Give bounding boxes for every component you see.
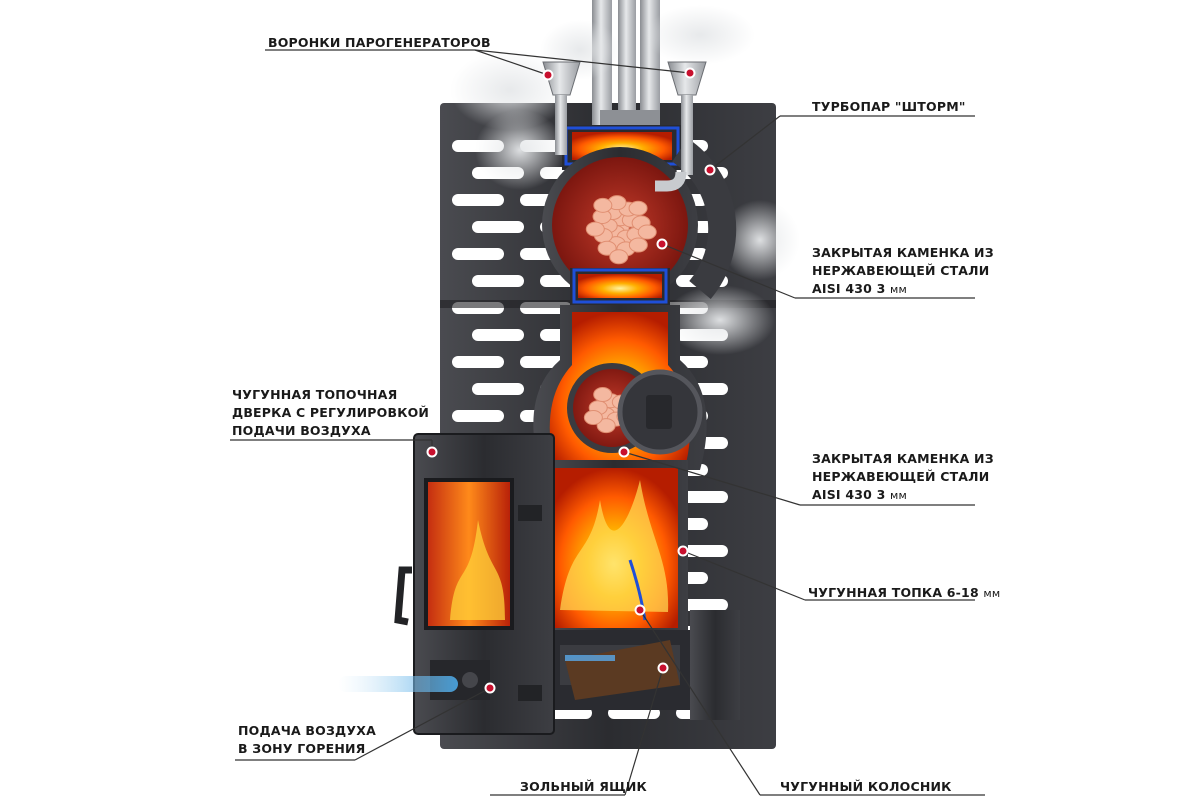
label-heater-top-unit: мм: [890, 283, 908, 296]
label-heater-top-line1: ЗАКРЫТАЯ КАМЕНКА ИЗ: [812, 245, 994, 260]
label-heater-top-line3: AISI 430 3 мм: [812, 280, 994, 299]
ash-box: [545, 610, 740, 720]
marker-dot: [542, 69, 554, 81]
heater-stone: [585, 221, 605, 237]
label-turbopar: ТУРБОПАР "ШТОРМ": [812, 99, 966, 114]
upper-heater: [542, 125, 737, 306]
marker-dot: [426, 446, 438, 458]
label-door-line2: ДВЕРКА С РЕГУЛИРОВКОЙ: [232, 405, 430, 420]
marker-dot: [657, 662, 669, 674]
screen-slot: [472, 275, 524, 287]
marker-dot: [634, 604, 646, 616]
heater-stone: [628, 237, 648, 253]
screen-slot: [472, 383, 524, 395]
heater-stone: [609, 249, 629, 265]
marker-dot: [484, 682, 496, 694]
label-heater-top-line2: НЕРЖАВЕЮЩЕЙ СТАЛИ: [812, 263, 990, 278]
label-firebox-main: ЧУГУННАЯ ТОПКА 6-18: [808, 585, 979, 600]
screen-slot: [452, 248, 504, 260]
marker-dot: [684, 67, 696, 79]
middle-section: [533, 305, 707, 470]
heater-stone: [637, 224, 657, 240]
label-ash-box: ЗОЛЬНЫЙ ЯЩИК: [520, 779, 647, 794]
marker-dot: [704, 164, 716, 176]
label-funnels: ВОРОНКИ ПАРОГЕНЕРАТОРОВ: [268, 35, 491, 50]
marker-dot: [656, 238, 668, 250]
screen-slot: [676, 599, 728, 611]
label-heater-top-line3-main: AISI 430 3: [812, 281, 886, 296]
label-door-line3: ПОДАЧИ ВОЗДУХА: [232, 423, 371, 438]
air-flow-arrow: [338, 676, 458, 692]
heater-stone: [593, 387, 613, 403]
steam-funnels: [542, 61, 707, 192]
label-air-supply-line2: В ЗОНУ ГОРЕНИЯ: [238, 741, 366, 756]
label-firebox: ЧУГУННАЯ ТОПКА 6-18 мм: [808, 584, 1000, 603]
label-heater-bottom-line3: AISI 430 3 мм: [812, 486, 994, 505]
label-air-supply-line1: ПОДАЧА ВОЗДУХА: [238, 723, 376, 738]
label-heater-bottom-line3-main: AISI 430 3: [812, 487, 886, 502]
screen-slot: [452, 410, 504, 422]
steam-clouds: [450, 5, 800, 355]
heater-stone: [593, 197, 613, 213]
label-heater-bottom-unit: мм: [890, 489, 908, 502]
heater-stone: [596, 418, 616, 434]
screen-slot: [676, 491, 728, 503]
marker-dot: [618, 446, 630, 458]
markers: [426, 67, 716, 694]
label-heater-top: ЗАКРЫТАЯ КАМЕНКА ИЗ НЕРЖАВЕЮЩЕЙ СТАЛИ AI…: [812, 244, 994, 299]
screen-slot: [472, 329, 524, 341]
label-air-supply: ПОДАЧА ВОЗДУХА В ЗОНУ ГОРЕНИЯ: [238, 722, 376, 758]
label-heater-bottom-line1: ЗАКРЫТАЯ КАМЕНКА ИЗ: [812, 451, 994, 466]
label-heater-bottom-line2: НЕРЖАВЕЮЩЕЙ СТАЛИ: [812, 469, 990, 484]
heater-stone: [583, 410, 603, 426]
heater-stone: [597, 240, 617, 256]
screen-slot: [472, 221, 524, 233]
label-grate: ЧУГУННЫЙ КОЛОСНИК: [780, 779, 952, 794]
firebox: [540, 460, 688, 640]
label-door-line1: ЧУГУННАЯ ТОПОЧНАЯ: [232, 387, 398, 402]
heater-stone: [628, 200, 648, 216]
label-heater-bottom: ЗАКРЫТАЯ КАМЕНКА ИЗ НЕРЖАВЕЮЩЕЙ СТАЛИ AI…: [812, 450, 994, 505]
label-door: ЧУГУННАЯ ТОПОЧНАЯ ДВЕРКА С РЕГУЛИРОВКОЙ …: [232, 386, 429, 440]
label-firebox-unit: мм: [983, 587, 1001, 600]
screen-slot: [452, 356, 504, 368]
marker-dot: [677, 545, 689, 557]
screen-slot: [452, 194, 504, 206]
